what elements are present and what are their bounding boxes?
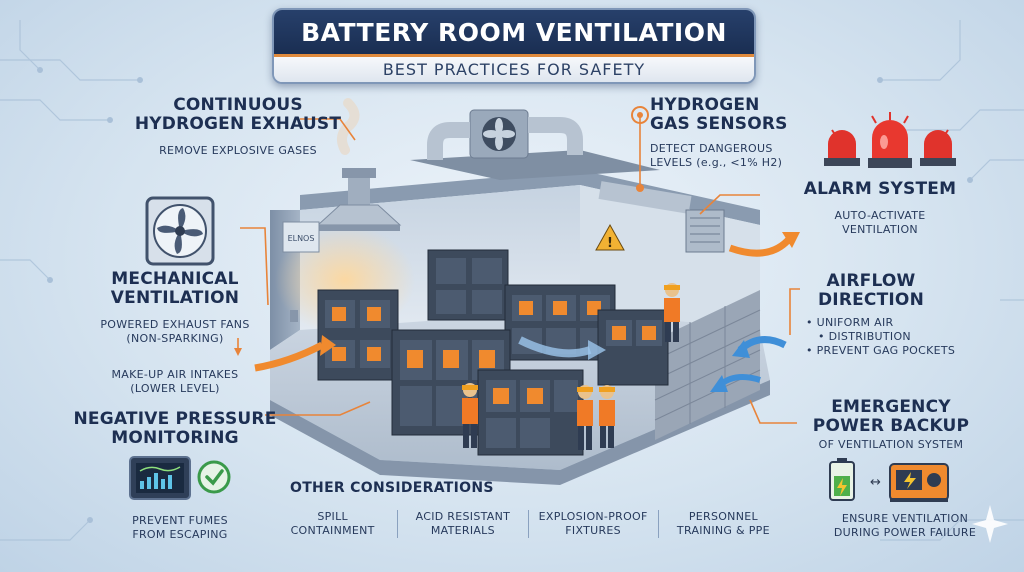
- item-line: PERSONNEL: [688, 510, 758, 523]
- alarm-beacons-icon: [824, 112, 956, 168]
- callout-text: OF VENTILATION SYSTEM: [818, 438, 964, 451]
- item-line: TRAINING & PPE: [676, 524, 770, 537]
- callout-pressure-text: PREVENT FUMES FROM ESCAPING: [120, 510, 240, 542]
- page-title: BATTERY ROOM VENTILATION: [274, 10, 754, 57]
- title-banner: BATTERY ROOM VENTILATION BEST PRACTICES …: [272, 8, 756, 84]
- callout-emergency-backup: EMERGENCY POWER BACKUP OF VENTILATION SY…: [796, 398, 986, 452]
- callout-text: DURING POWER FAILURE: [833, 526, 977, 539]
- callout-heading: AIRFLOW: [826, 271, 916, 291]
- sparkle-icon: [972, 505, 1008, 543]
- panel-text: ELNOS: [288, 234, 315, 243]
- callout-heading: VENTILATION: [110, 288, 240, 308]
- callout-airflow-direction: AIRFLOW DIRECTION UNIFORM AIR DISTRIBUTI…: [806, 272, 976, 358]
- callout-hydrogen-exhaust: CONTINUOUS HYDROGEN EXHAUST REMOVE EXPLO…: [118, 96, 358, 158]
- workers: [462, 283, 680, 450]
- item-line: CONTAINMENT: [290, 524, 375, 537]
- callout-text: ENSURE VENTILATION: [841, 512, 969, 525]
- callout-gas-sensors: HYDROGEN GAS SENSORS DETECT DANGEROUS LE…: [650, 96, 790, 170]
- callout-heading: DIRECTION: [817, 290, 925, 310]
- callout-text: VENTILATION: [842, 223, 918, 236]
- section-title: OTHER CONSIDERATIONS: [290, 480, 494, 496]
- callout-text: REMOVE EXPLOSIVE GASES: [159, 144, 317, 157]
- callout-negative-pressure: NEGATIVE PRESSURE MONITORING: [60, 410, 290, 448]
- other-considerations: OTHER CONSIDERATIONS SPILL CONTAINMENT A…: [268, 480, 788, 550]
- callout-backup-text: ENSURE VENTILATION DURING POWER FAILURE: [820, 508, 990, 540]
- callout-text: DETECT DANGEROUS: [650, 142, 773, 155]
- fan-icon: [145, 196, 215, 266]
- callout-text: MAKE-UP AIR INTAKES: [111, 368, 239, 381]
- sensor-marker-icon: [631, 106, 649, 124]
- battery-icon: [829, 458, 855, 501]
- callout-alarm-system: ALARM SYSTEM AUTO-ACTIVATE VENTILATION: [800, 180, 960, 237]
- callout-text: LEVELS (e.g., <1% H2): [650, 156, 783, 169]
- callout-heading: MECHANICAL: [111, 269, 239, 289]
- ducting: [410, 109, 725, 253]
- callout-text: (NON-SPARKING): [126, 332, 224, 345]
- callout-text: POWERED EXHAUST FANS: [100, 318, 250, 331]
- exhaust-hood: [316, 98, 402, 231]
- callout-heading: ALARM SYSTEM: [803, 179, 957, 199]
- callout-text: (LOWER LEVEL): [130, 382, 220, 395]
- callout-text: AUTO-ACTIVATE: [834, 209, 926, 222]
- fan-icon-duct: [483, 118, 515, 150]
- control-panel: [282, 221, 320, 253]
- considerations-row: SPILL CONTAINMENT ACID RESISTANT MATERIA…: [268, 510, 788, 538]
- backup-power-icons: ↔: [829, 458, 949, 502]
- consideration-item: PERSONNEL TRAINING & PPE: [657, 510, 788, 538]
- svg-text:!: !: [607, 236, 613, 251]
- airflow-bullets: UNIFORM AIR DISTRIBUTION PREVENT GAG POC…: [806, 316, 976, 358]
- consideration-item: EXPLOSION-PROOF FIXTURES: [527, 510, 658, 538]
- consideration-item: SPILL CONTAINMENT: [268, 510, 397, 538]
- callout-mechanical-ventilation: MECHANICAL VENTILATION POWERED EXHAUST F…: [70, 270, 280, 396]
- page-subtitle: BEST PRACTICES FOR SAFETY: [274, 57, 754, 82]
- list-item: DISTRIBUTION: [806, 330, 976, 344]
- warning-icon: !: [595, 223, 625, 251]
- item-line: FIXTURES: [565, 524, 621, 537]
- pressure-monitor-icon: [129, 456, 231, 500]
- check-icon: [197, 460, 231, 494]
- callout-heading: NEGATIVE PRESSURE: [73, 409, 277, 429]
- down-arrow-icon: [234, 348, 242, 356]
- item-line: SPILL: [317, 510, 348, 523]
- item-line: EXPLOSION-PROOF: [538, 510, 648, 523]
- generator-icon: [889, 463, 949, 502]
- callout-text: FROM ESCAPING: [132, 528, 228, 541]
- callout-heading: MONITORING: [111, 428, 239, 448]
- callout-text: PREVENT FUMES: [132, 514, 228, 527]
- bidirectional-arrow-icon: ↔: [870, 475, 881, 490]
- callout-heading: HYDROGEN: [650, 95, 760, 115]
- callout-heading: EMERGENCY: [831, 397, 951, 417]
- list-item: UNIFORM AIR: [806, 316, 976, 330]
- item-line: MATERIALS: [430, 524, 495, 537]
- callout-heading: HYDROGEN EXHAUST: [134, 114, 342, 134]
- list-item: PREVENT GAG POCKETS: [806, 344, 976, 358]
- leader-lines: [237, 113, 800, 424]
- airflow-arrows: [254, 232, 800, 392]
- callout-heading: POWER BACKUP: [812, 416, 970, 436]
- wall-switch: [290, 310, 298, 322]
- item-line: ACID RESISTANT: [415, 510, 511, 523]
- callout-heading: CONTINUOUS: [173, 95, 303, 115]
- callout-heading: GAS SENSORS: [650, 114, 788, 134]
- consideration-item: ACID RESISTANT MATERIALS: [397, 510, 527, 538]
